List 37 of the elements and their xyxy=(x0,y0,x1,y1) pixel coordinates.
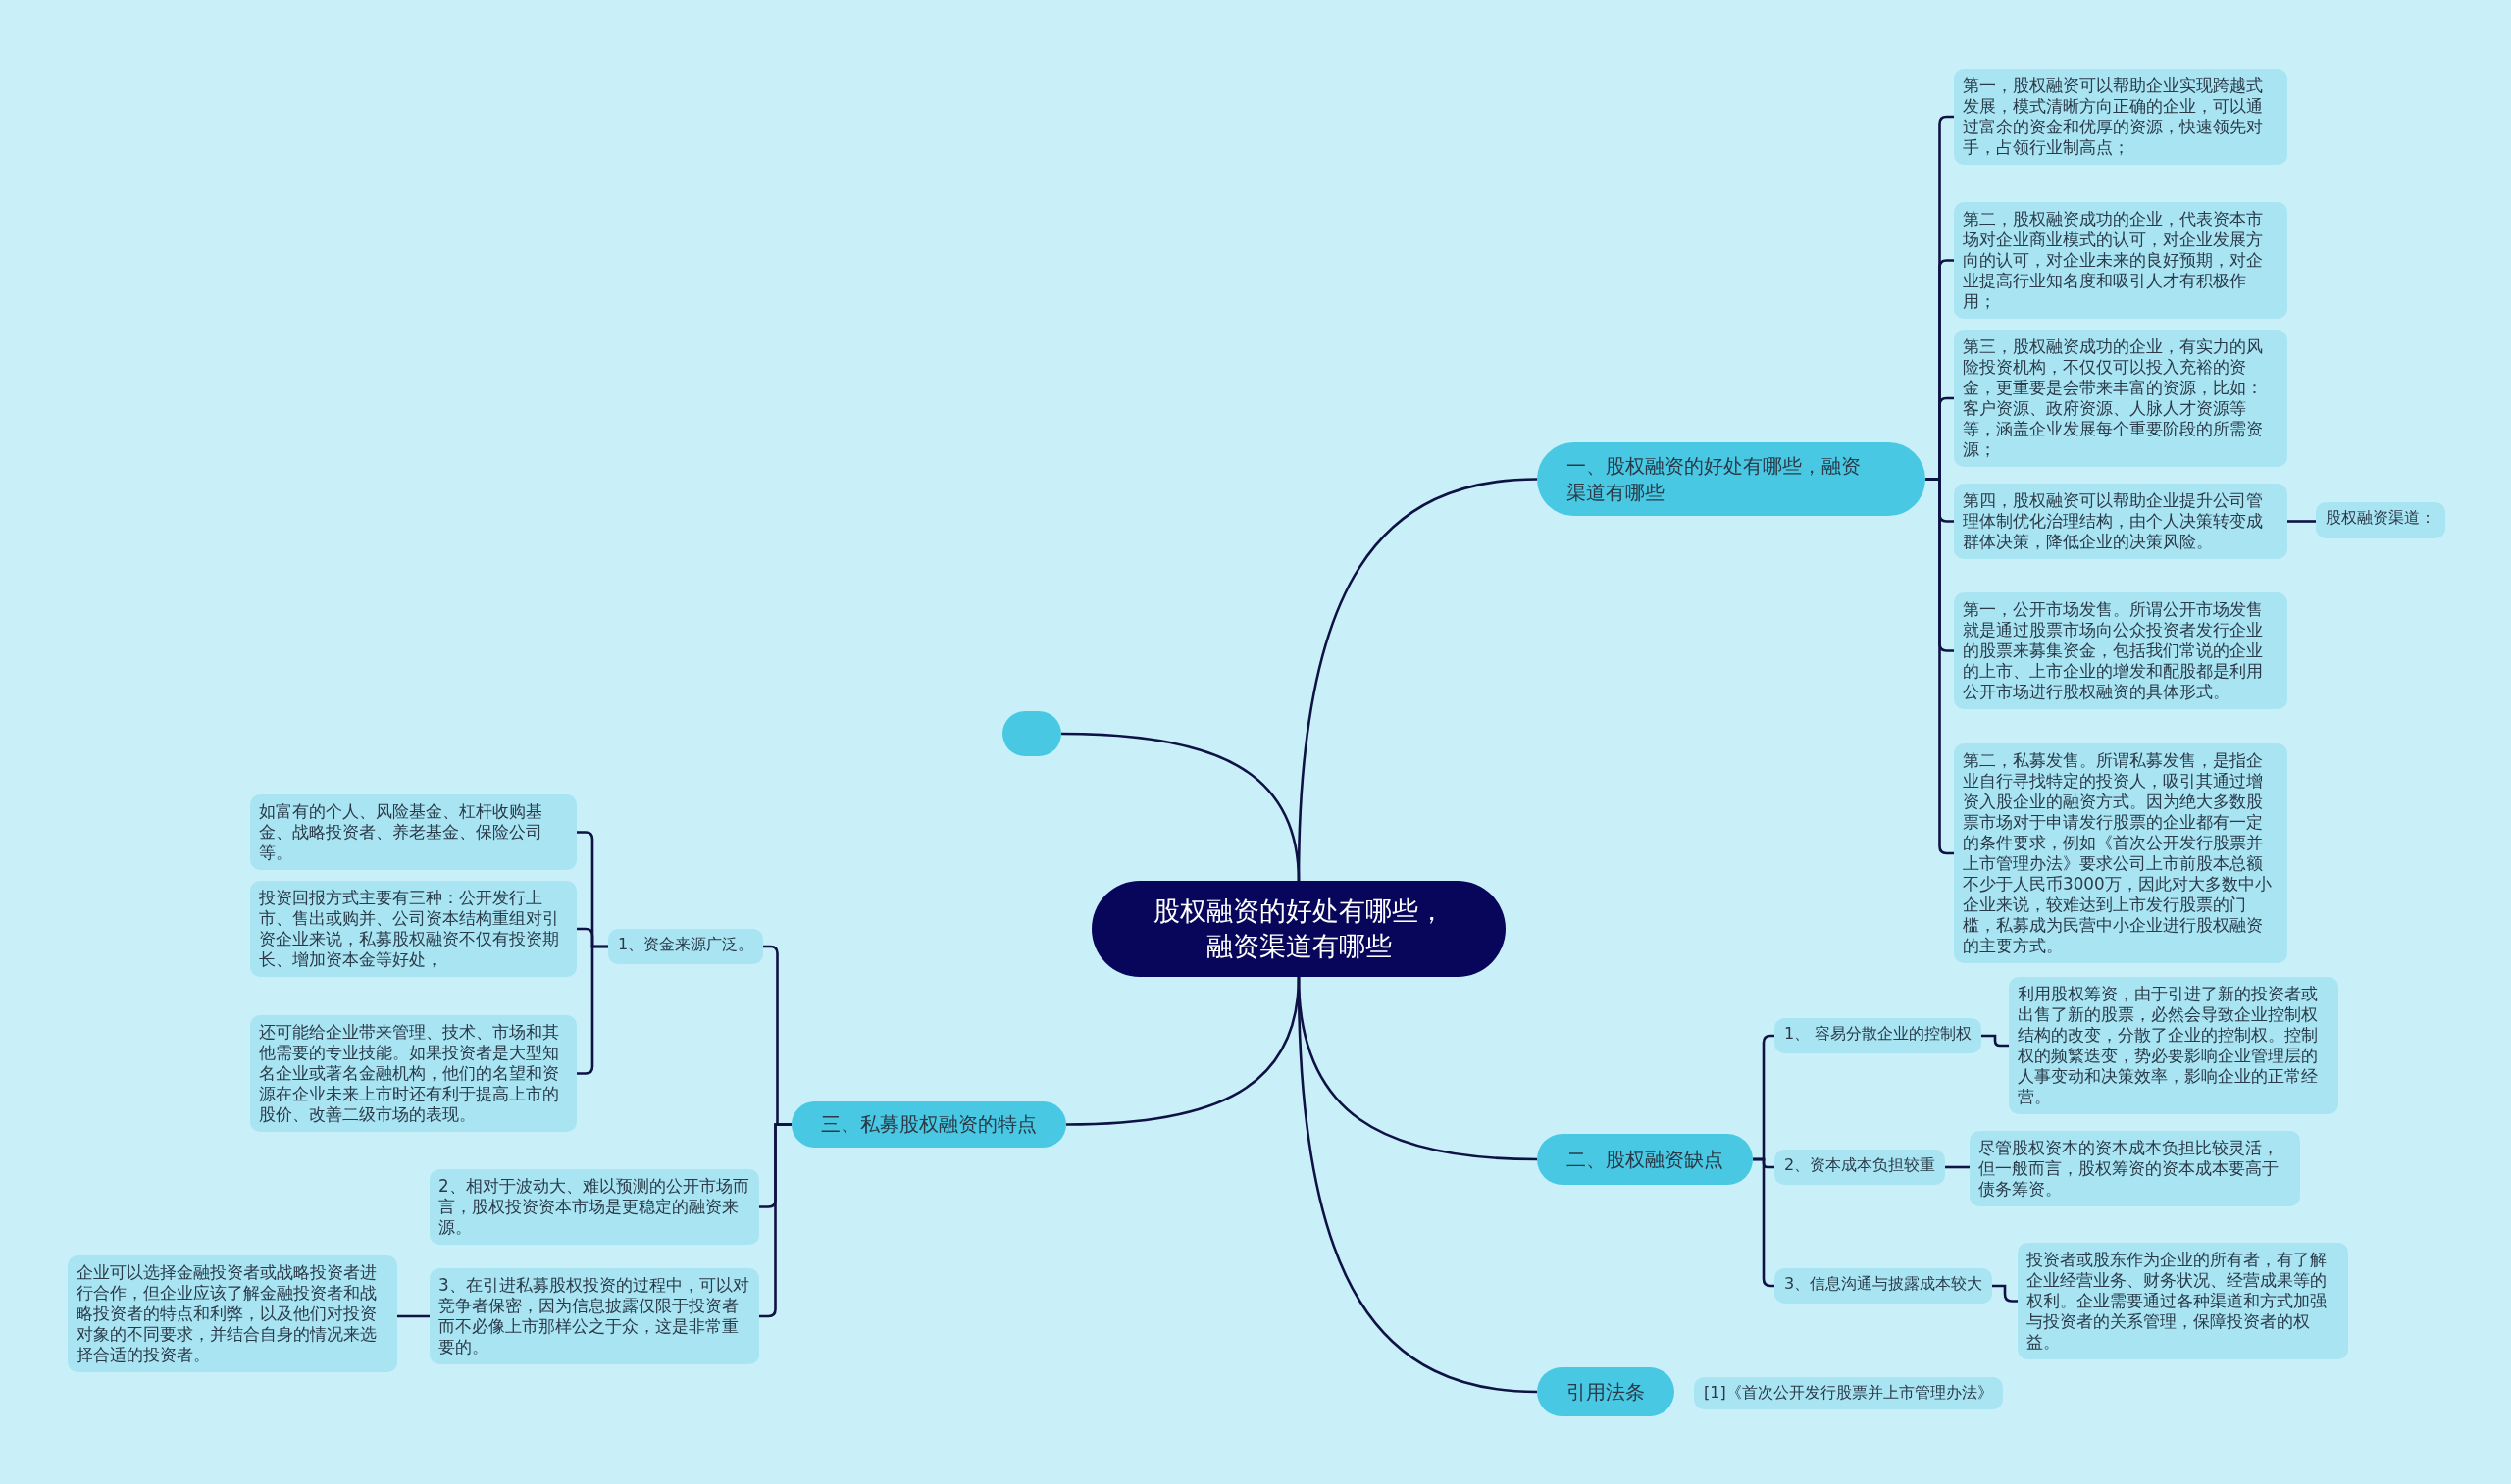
empty-pill xyxy=(1002,711,1061,756)
note-box: 第一，公开市场发售。所谓公开市场发售就是通过股票市场向公众投资者发行企业的股票来募集资金，包括我们常说的企业的上市、上市企业的增发和配股都是利用公开市场进行股权融资的具体形式。 xyxy=(1954,592,2287,709)
connector-line xyxy=(759,1123,792,1318)
connector-line xyxy=(1297,478,1538,882)
note-box: 第三，股权融资成功的企业，有实力的风险投资机构，不仅仅可以投入充裕的资金，更重要是会带来丰富的资源，比如：客户资源、政府资源、人脉人才资源等等，涵盖企业发展每个重要阶段的所需资源； xyxy=(1954,330,2287,467)
note-box: 利用股权筹资，由于引进了新的投资者或出售了新的股票，必然会导致企业控制权结构的改变，分散了企业的控制权。控制权的频繁迭变，势必要影响企业管理层的人事变动和决策效率，影响企业的正常经营。 xyxy=(2009,977,2338,1114)
connector-line xyxy=(577,945,608,1075)
note-box: 如富有的个人、风险基金、杠杆收购基金、战略投资者、养老基金、保险公司等。 xyxy=(250,794,577,870)
note-box: 投资回报方式主要有三种：公开发行上市、售出或购并、公司资本结构重组对引资企业来说，私募股权融资不仅有投资期长、增加资本金等好处， xyxy=(250,881,577,977)
subtopic-box: 1、 容易分散企业的控制权 xyxy=(1774,1018,1982,1053)
note-box: 还可能给企业带来管理、技术、市场和其他需要的专业技能。如果投资者是大型知名企业或著名金融机构，他们的名望和资源在企业未来上市时还有利于提高上市的股价、改善二级市场的表现。 xyxy=(250,1015,577,1132)
connector-line xyxy=(397,1314,430,1318)
connector-line xyxy=(2287,520,2316,523)
subtopic-box: [1]《首次公开发行股票并上市管理办法》 xyxy=(1694,1377,2003,1409)
topic-pill: 一、股权融资的好处有哪些，融资渠道有哪些 xyxy=(1537,442,1925,516)
note-box: 第一，股权融资可以帮助企业实现跨越式发展，模式清晰方向正确的企业，可以通过富余的资金和优厚的资源，快速领先对手，占领行业制高点； xyxy=(1954,69,2287,165)
connector-line xyxy=(1945,1165,1970,1169)
connector-line xyxy=(1297,976,1538,1394)
note-box: 第二，私募发售。所谓私募发售，是指企业自行寻找特定的投资人，吸引其通过增资入股企业的融资方式。因为绝大多数股票市场对于申请发行股票的企业都有一定的条件要求，例如《首次公开发行股票并上市管理办法》要求公司上市前股本总额不少于人民币3000万，因此对大多数中小企业来说，较难达到上市发行股票的门槛，私募成为民营中小企业进行股权融资的主要方式。 xyxy=(1954,743,2287,963)
note-box: 第二，股权融资成功的企业，代表资本市场对企业商业模式的认可，对企业发展方向的认可，对企业未来的良好预期，对企业提高行业知名度和吸引人才有积极作用； xyxy=(1954,202,2287,319)
note-box: 投资者或股东作为企业的所有者，有了解企业经营业务、财务状况、经营成果等的权利。企业需要通过各种渠道和方式加强与投资者的关系管理，保障投资者的权益。 xyxy=(2018,1243,2348,1359)
topic-pill: 二、股权融资缺点 xyxy=(1537,1134,1753,1185)
note-box: 2、相对于波动大、难以预测的公开市场而言，股权投资资本市场是更稳定的融资来源。 xyxy=(430,1169,759,1245)
subtopic-box: 股权融资渠道： xyxy=(2316,502,2445,538)
subtopic-box: 2、资本成本负担较重 xyxy=(1774,1150,1946,1185)
connector-line xyxy=(1981,1034,2009,1048)
note-box: 3、在引进私募股权投资的过程中，可以对竞争者保密，因为信息披露仅限于投资者而不必像上市那样公之于众，这是非常重要的。 xyxy=(430,1268,759,1364)
note-box: 第四，股权融资可以帮助企业提升公司管理体制优化治理结构，由个人决策转变成群体决策，降低企业的决策风险。 xyxy=(1954,484,2287,559)
connector-line xyxy=(1992,1284,2018,1303)
topic-pill: 引用法条 xyxy=(1537,1367,1674,1416)
note-box: 企业可以选择金融投资者或战略投资者进行合作，但企业应该了解金融投资者和战略投资者的特点和利弊，以及他们对投资对象的不同要求，并结合自身的情况来选择合适的投资者。 xyxy=(68,1255,397,1372)
central-topic: 股权融资的好处有哪些，融资渠道有哪些 xyxy=(1092,881,1506,977)
connector-line xyxy=(1925,478,1954,855)
subtopic-box: 3、信息沟通与披露成本较大 xyxy=(1774,1268,1993,1304)
note-box: 尽管股权资本的资本成本负担比较灵活，但一般而言，股权筹资的资本成本要高于债务筹资。 xyxy=(1970,1131,2300,1206)
subtopic-box: 1、资金来源广泛。 xyxy=(608,929,764,964)
topic-pill: 三、私募股权融资的特点 xyxy=(792,1101,1066,1148)
